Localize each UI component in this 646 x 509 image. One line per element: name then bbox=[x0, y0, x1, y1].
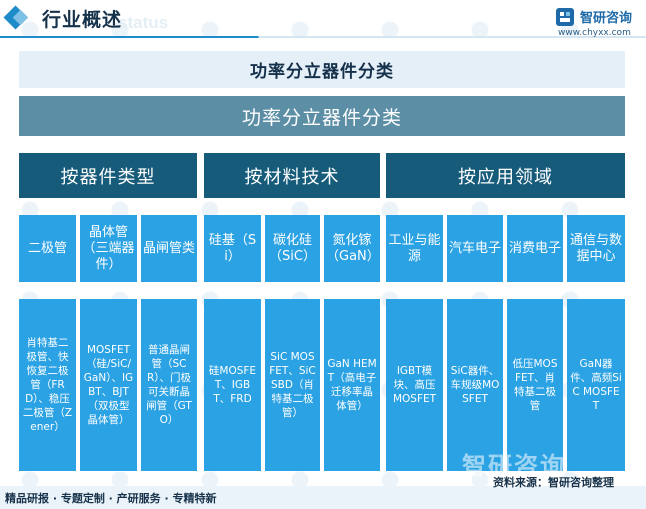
chart-title-light: 功率分立器件分类 bbox=[19, 51, 625, 88]
header-divider bbox=[0, 36, 646, 38]
detail-telecom-datacenter: GaN器件、高频SiC MOSFET bbox=[567, 299, 625, 471]
item-thyristor: 晶闸管类 bbox=[141, 215, 197, 282]
chart-title-dark: 功率分立器件分类 bbox=[19, 96, 625, 136]
item-transistor: 晶体管（三端器件） bbox=[80, 215, 137, 282]
item-diode: 二极管 bbox=[19, 215, 76, 282]
item-telecom-datacenter: 通信与数据中心 bbox=[567, 215, 625, 282]
category-application: 按应用领域 bbox=[386, 153, 625, 198]
logo-url: www.chyxx.com bbox=[558, 28, 631, 38]
footer-slogan: 精品研报 · 专题定制 · 产研服务 · 专精特新 bbox=[5, 492, 217, 505]
item-sic: 碳化硅（SiC） bbox=[265, 215, 320, 282]
detail-automotive: SiC器件、车规级MOSFET bbox=[447, 299, 503, 471]
item-gan: 氮化镓（GaN） bbox=[324, 215, 380, 282]
logo-name: 智研咨询 bbox=[580, 11, 633, 26]
chyxx-logo-icon bbox=[556, 8, 574, 26]
item-industrial-energy: 工业与能源 bbox=[386, 215, 443, 282]
detail-transistor: MOSFET（硅/SiC/GaN）、IGBT、BJT（双极型晶体管） bbox=[80, 299, 137, 471]
detail-diode: 肖特基二极管、快恢复二极管（FRD）、稳压二极管（Zener） bbox=[19, 299, 76, 471]
detail-thyristor: 普通晶闸管（SCR）、门极可关断晶闸管（GTO） bbox=[141, 299, 197, 471]
detail-sic: SiC MOSFET、SiC SBD（肖特基二极管） bbox=[265, 299, 320, 471]
item-automotive: 汽车电子 bbox=[447, 215, 503, 282]
category-device-type: 按器件类型 bbox=[19, 153, 197, 198]
detail-silicon: 硅MOSFET、IGBT、FRD bbox=[204, 299, 261, 471]
section-title: 行业概述 bbox=[42, 9, 123, 31]
item-consumer: 消费电子 bbox=[507, 215, 563, 282]
detail-gan: GaN HEMT（高电子迁移率晶体管） bbox=[324, 299, 380, 471]
footer-watermark: 智研咨询 bbox=[462, 452, 566, 480]
footer-bar bbox=[0, 486, 646, 509]
detail-industrial-energy: IGBT模块、高压MOSFET bbox=[386, 299, 443, 471]
source-note: 资料来源：智研咨询整理 bbox=[493, 476, 614, 489]
category-material-tech: 按材料技术 bbox=[204, 153, 380, 198]
item-silicon: 硅基（Si） bbox=[204, 215, 261, 282]
header-ghost-text: status bbox=[118, 13, 169, 32]
detail-consumer: 低压MOSFET、肖特基二极管 bbox=[507, 299, 563, 471]
